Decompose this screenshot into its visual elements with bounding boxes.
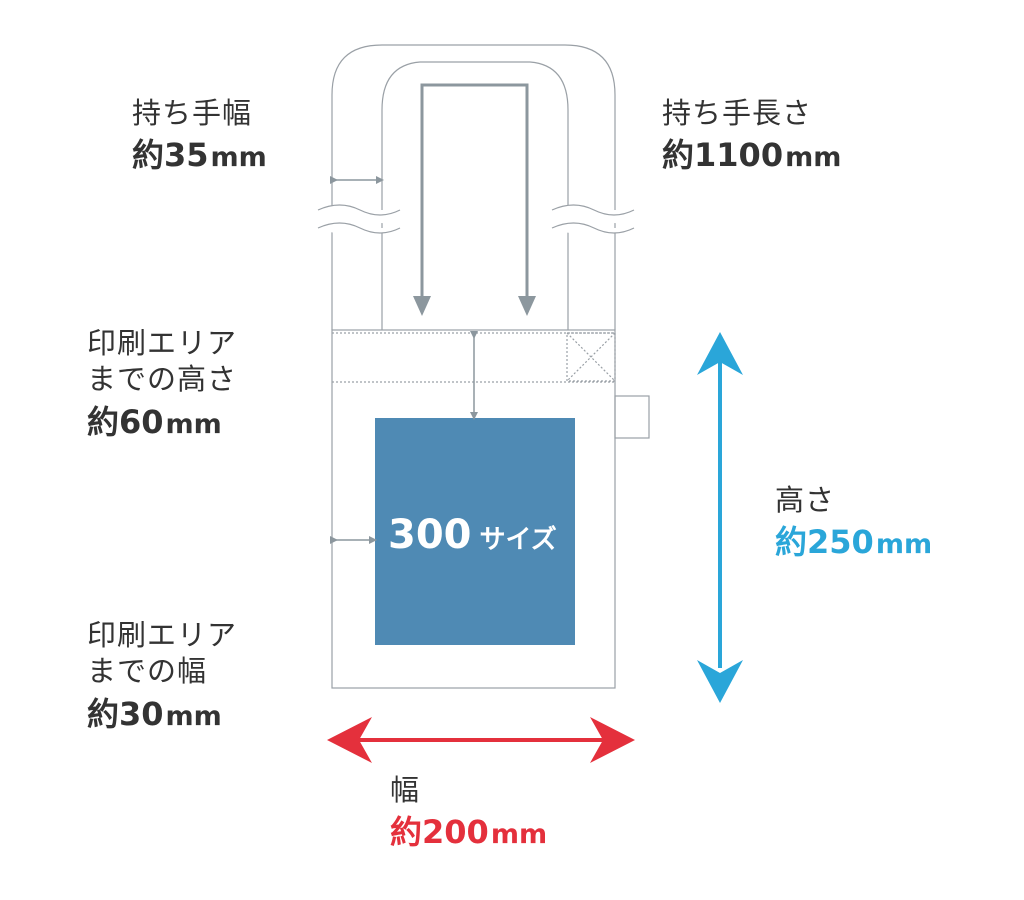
print-top-line1: 印刷エリア [87,326,238,360]
height-arrow [697,332,743,703]
print-top-prefix: 約 [87,402,120,441]
print-side-prefix: 約 [87,694,120,733]
width-arrow [327,717,635,763]
handle-length-title: 持ち手長さ [662,96,813,130]
width-number: 200 [422,813,489,852]
print-side-label: 印刷エリア までの幅 約30mm [87,617,237,734]
print-top-unit: mm [165,408,222,440]
print-side-unit: mm [165,700,222,732]
height-title: 高さ [775,483,836,517]
height-prefix: 約 [775,523,808,562]
handle-width-number: 35 [164,136,209,175]
print-area [375,418,575,645]
handle-length-number: 1100 [694,136,784,175]
height-number: 250 [807,523,874,562]
print-top-number: 60 [119,402,164,441]
width-label: 幅 約200mm [390,772,547,852]
height-unit: mm [875,529,933,561]
print-side-line2: までの幅 [87,654,208,689]
handle-length-unit: mm [785,142,842,174]
print-top-label: 印刷エリア までの高さ 約60mm [87,325,237,442]
print-side-number: 30 [119,694,164,733]
handle-length-arrowhead-left [413,296,431,316]
print-size-label: サイズ [479,525,557,555]
handle-width-label: 持ち手幅 約35mm [132,95,267,175]
print-top-line2: までの高さ [87,362,238,397]
print-size-number: 300 [388,512,472,558]
handle-width-prefix: 約 [132,136,165,175]
handle-length-prefix: 約 [662,136,695,175]
handle-length-arrowhead-right [518,296,536,316]
height-label: 高さ 約250mm [775,482,932,562]
print-side-line1: 印刷エリア [87,618,238,652]
width-title: 幅 [390,773,421,807]
handle-length-arrow [420,83,529,300]
handle-width-unit: mm [210,142,267,174]
width-unit: mm [490,819,548,851]
handle-width-title: 持ち手幅 [132,96,253,130]
handle-length-label: 持ち手長さ 約1100mm [662,95,841,175]
width-prefix: 約 [390,813,423,852]
handle-outline [331,44,616,330]
handle-break-marks [317,204,635,234]
